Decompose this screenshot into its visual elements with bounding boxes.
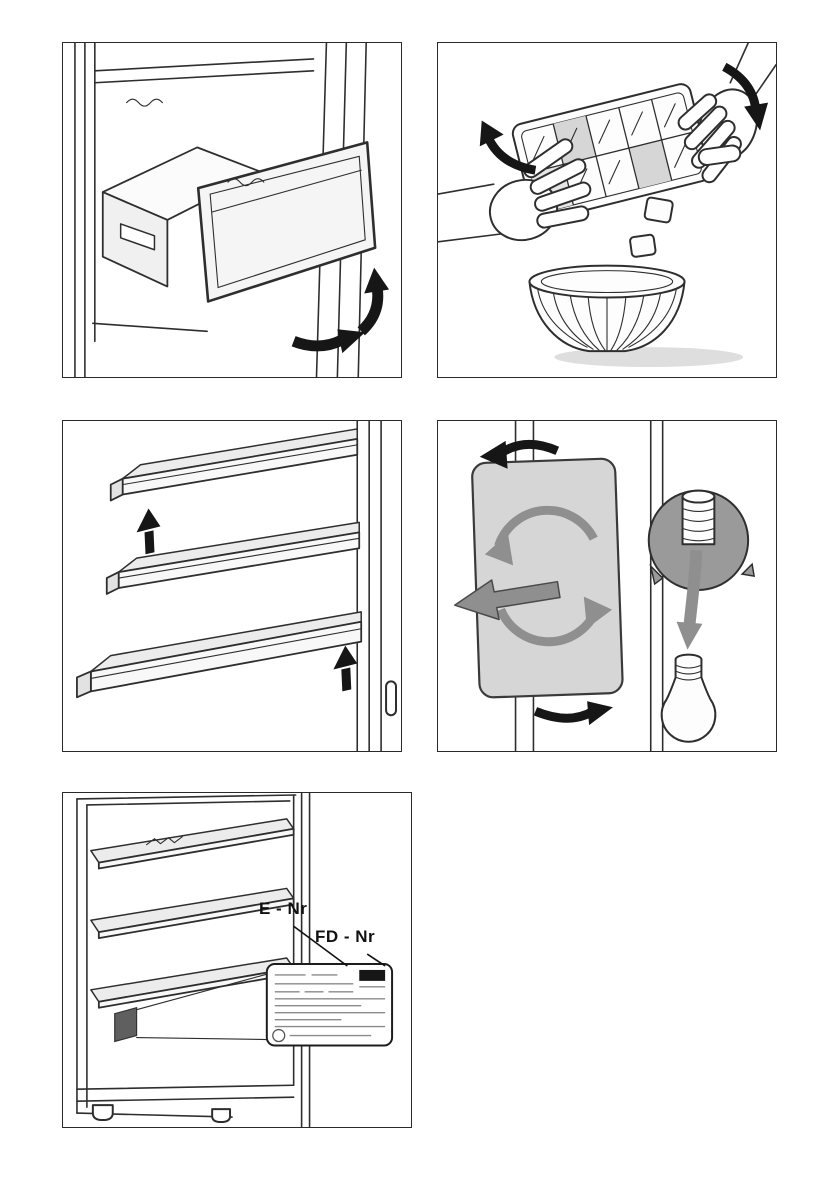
lift-up-arrow-icon [333,645,358,692]
lamp-illustration [454,421,756,751]
figure-drawer-removal [62,42,402,378]
ice-cube [629,233,657,258]
door-shelf-bottom [76,611,363,699]
storage-container [101,146,263,288]
lamp-cover [454,457,624,699]
swing-up-arrow-icon [357,267,390,336]
figure-rating-plate: E - Nr FD - Nr [62,792,412,1128]
pull-cover-arrow-icon [454,579,561,621]
appliance-foot [91,1104,114,1122]
rotate-arrow-icon [479,439,560,469]
ice-cube [643,196,674,224]
door-seal [385,680,397,717]
left-hand [438,138,592,243]
right-hand [677,43,776,184]
unscrew-bulb-arrow-icon [676,549,703,650]
pull-out-arrow-icon [291,329,366,354]
light-bulb [660,653,717,743]
fd-nr-label: FD - Nr [315,927,376,946]
drawer-front-panel [196,141,377,303]
lift-up-arrow-icon [136,508,161,555]
twist-arrow-left-icon [479,120,537,175]
frost-mark-icon [145,836,183,846]
rating-plate-location [114,1006,138,1043]
bowl [528,264,686,353]
figure-ice-cube-tray [437,42,777,378]
door-shelf-top [109,428,359,502]
fd-nr-leader-line [366,953,386,967]
appliance-foot [211,1108,232,1124]
figure-door-shelves [62,420,402,752]
rating-plate-illustration [76,793,394,1127]
door-shelf-middle [105,521,361,595]
twist-arrow-right-icon [722,62,769,131]
drawer-removal-illustration [74,43,390,377]
lamp-socket [647,489,756,591]
frost-mark-icon [126,98,163,107]
rating-plate [265,962,394,1047]
door-frame [356,421,382,751]
door-shelves-illustration [76,421,397,751]
e-nr-leader-line [293,925,348,967]
ice-tray-illustration [438,43,776,368]
rotate-arrow-icon [533,701,613,726]
e-nr-label: E - Nr [259,899,308,918]
figure-lamp-replacement [437,420,777,752]
glass-shelves [90,818,295,1009]
